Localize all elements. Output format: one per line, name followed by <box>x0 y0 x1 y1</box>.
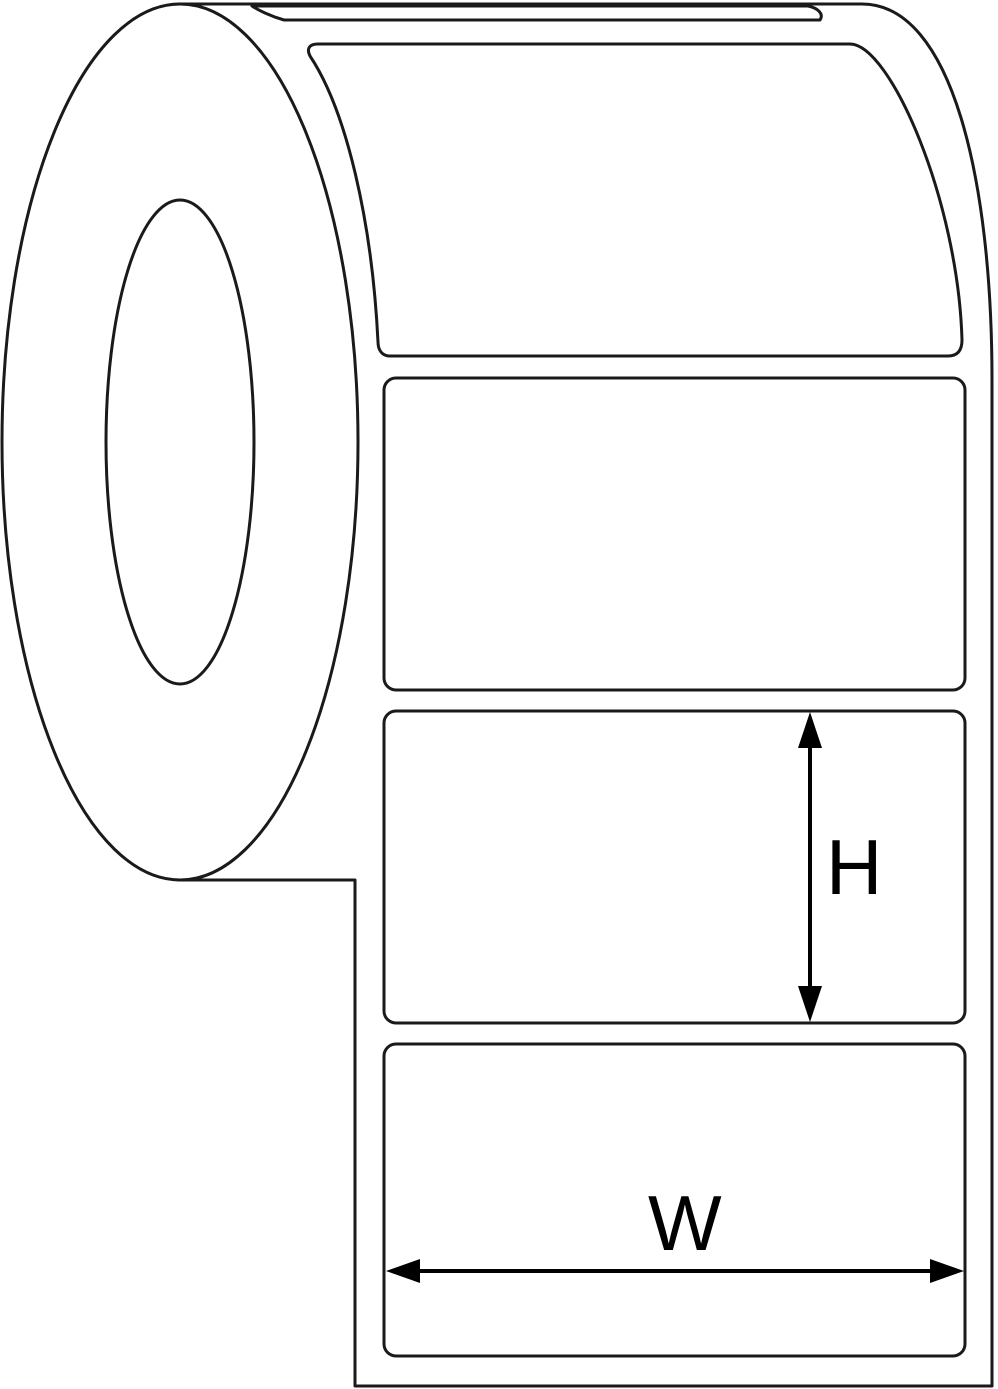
height-arrow-bottom-icon <box>798 986 822 1022</box>
width-dimension: W <box>386 1179 964 1283</box>
height-dimension: H <box>798 712 882 1022</box>
roll-core <box>104 198 256 686</box>
width-arrow-left-icon <box>386 1259 420 1283</box>
height-label: H <box>826 823 882 911</box>
label-flat-1 <box>382 376 967 692</box>
label-top-sliver <box>250 4 823 22</box>
width-arrow-right-icon <box>930 1259 964 1283</box>
label-flat-3 <box>382 1042 967 1358</box>
label-flat-2 <box>382 709 967 1025</box>
width-label: W <box>648 1179 722 1267</box>
label-curved-top <box>306 42 964 358</box>
height-arrow-top-icon <box>798 712 822 748</box>
